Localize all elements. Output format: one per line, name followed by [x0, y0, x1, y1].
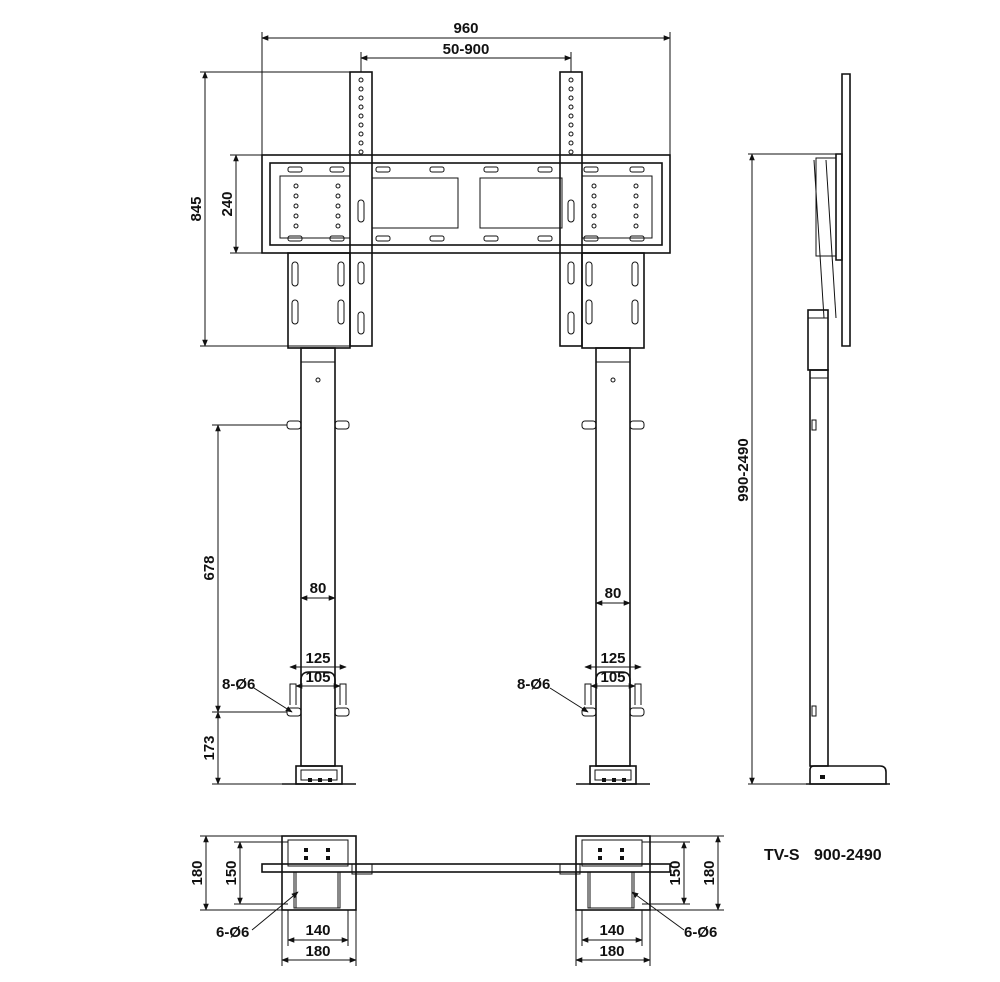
callout-holes-right: 8-Ø6 — [517, 676, 589, 713]
side-view: 990-2490 — [735, 73, 890, 785]
dim-label-125-right: 125 — [600, 650, 625, 667]
model-range: 900-2490 — [814, 847, 882, 864]
column-left — [282, 252, 356, 785]
foot-right — [575, 835, 651, 911]
dim-label-960: 960 — [453, 20, 478, 37]
callout-label-6-holes-right: 6-Ø6 — [684, 924, 717, 941]
dim-label-180-bottom-left: 180 — [305, 943, 330, 960]
wall-bracket — [261, 154, 671, 254]
callout-label-8-holes-left: 8-Ø6 — [222, 676, 255, 693]
dim-plate-left: 125 105 — [289, 650, 347, 689]
front-view: 960 50-900 845 240 678 — [188, 20, 671, 785]
dim-base-height: 173 — [201, 711, 282, 785]
model-label: TV-S 900-2490 — [764, 847, 882, 864]
dim-label-140-left: 140 — [305, 922, 330, 939]
dim-label-180-right: 180 — [701, 860, 718, 885]
dim-mount-range: 50-900 — [360, 41, 572, 72]
foot-left — [281, 835, 357, 911]
dim-label-173: 173 — [201, 735, 218, 760]
dim-label-180-bottom-right: 180 — [599, 943, 624, 960]
dim-label-80-left: 80 — [310, 580, 327, 597]
column-right — [576, 252, 650, 785]
dim-overall-width: 960 — [261, 20, 671, 155]
tv-arm-right — [559, 71, 583, 347]
dim-label-105-left: 105 — [305, 669, 330, 686]
dim-label-678: 678 — [201, 555, 218, 580]
dim-label-845: 845 — [188, 196, 205, 221]
dim-column-width-left: 80 — [300, 580, 336, 601]
callout-holes-left: 8-Ø6 — [222, 676, 293, 713]
dim-label-80-right: 80 — [605, 585, 622, 602]
dim-label-180-left: 180 — [189, 860, 206, 885]
dim-label-105-right: 105 — [600, 669, 625, 686]
dim-label-240: 240 — [219, 191, 236, 216]
dim-label-50-900: 50-900 — [443, 41, 490, 58]
top-view: 180 150 180 150 140 180 140 180 6- — [189, 835, 724, 966]
dim-mount-height: 845 — [188, 71, 350, 347]
callout-label-8-holes-right: 8-Ø6 — [517, 676, 550, 693]
dim-label-990-2490: 990-2490 — [735, 438, 752, 501]
dim-label-125-left: 125 — [305, 650, 330, 667]
dim-label-140-right: 140 — [599, 922, 624, 939]
callout-label-6-holes-left: 6-Ø6 — [216, 924, 249, 941]
dim-label-150-right: 150 — [667, 860, 684, 885]
dim-column-width-right: 80 — [595, 585, 631, 606]
dim-column-span: 678 — [201, 424, 287, 713]
dim-label-150-left: 150 — [223, 860, 240, 885]
tv-arm-left — [349, 71, 373, 347]
dim-plate-right: 125 105 — [584, 650, 642, 689]
dim-bracket-height: 240 — [219, 154, 262, 254]
model-name: TV-S — [764, 847, 800, 864]
